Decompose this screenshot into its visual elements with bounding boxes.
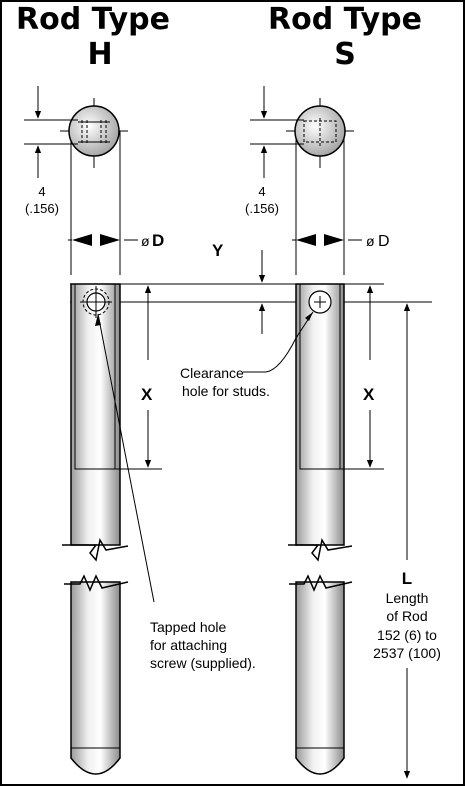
tapped-note-line3: screw (supplied). (150, 655, 256, 671)
rod-h-title: Rod Type (16, 2, 170, 37)
clearance-leader (243, 311, 314, 373)
rod-s-end-view (250, 86, 354, 275)
rod-h-x-dimension (115, 283, 162, 470)
length-label: L (402, 569, 412, 588)
length-note-line2: of Rod (386, 608, 427, 624)
rod-s-type-letter: S (334, 37, 356, 72)
rod-h-upper-body (62, 283, 129, 562)
rod-s-diameter-dim (292, 234, 362, 246)
rod-h-type-letter: H (87, 37, 112, 72)
y-label: Y (212, 241, 224, 260)
y-dimension (70, 250, 432, 334)
rod-s-title: Rod Type (268, 2, 422, 37)
rod-s-dim-in: (.156) (245, 201, 279, 216)
tapped-leader (95, 313, 155, 603)
rod-s-x-dimension (340, 283, 384, 470)
rod-h-x-label: X (141, 385, 153, 404)
rod-s-x-label: X (363, 385, 375, 404)
length-note-line1: Length (386, 590, 429, 606)
length-note-line3: 152 (6) to (377, 627, 437, 643)
rod-h-end-view (24, 86, 128, 275)
clearance-note-line2: hole for studs. (182, 383, 270, 399)
rod-h-diameter-label: D (152, 231, 164, 250)
rod-s-dim-mm: 4 (258, 184, 265, 199)
rod-h-dim-mm: 4 (38, 184, 45, 199)
rod-s-lower-body (289, 574, 353, 775)
rod-s-diameter-symbol: ø (366, 233, 375, 249)
rod-h-dim-in: (.156) (25, 201, 59, 216)
rod-h-diameter-symbol: ø (141, 233, 150, 249)
tapped-note-line2: for attaching (150, 637, 227, 653)
tapped-note-line1: Tapped hole (150, 619, 227, 635)
rod-s-diameter-label: D (378, 233, 390, 250)
rod-h-lower-body (64, 574, 129, 775)
length-note-line4: 2537 (100) (373, 645, 441, 661)
rod-h-diameter-dim (68, 234, 138, 246)
clearance-note-line1: Clearance (180, 365, 244, 381)
rod-s-upper-body (288, 283, 353, 562)
